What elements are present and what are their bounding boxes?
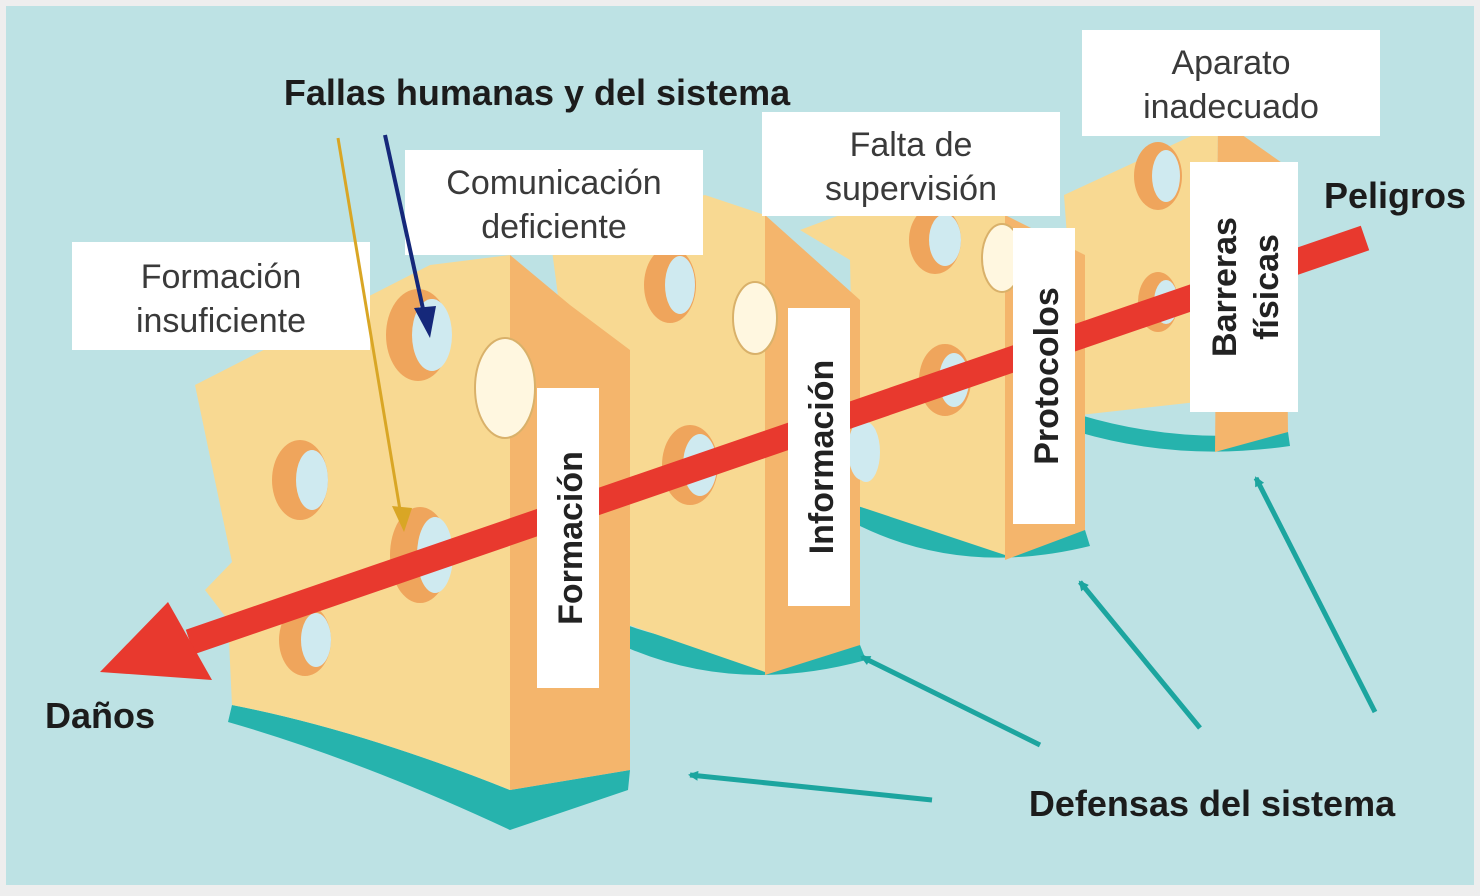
failure-text-equipment-line1: Aparato — [1171, 44, 1290, 82]
barrier-text-barreras: Barreras — [1206, 217, 1244, 357]
barrier-box-formacion — [537, 388, 599, 688]
diagram-title: Fallas humanas y del sistema — [284, 72, 791, 113]
harm-label: Daños — [45, 695, 155, 736]
slice-2-hole — [665, 256, 695, 314]
failure-pointers — [336, 134, 436, 532]
failure-box-equipment-bg — [1082, 30, 1380, 136]
barrier-text-formacion: Formación — [552, 451, 590, 625]
defense-arrow-4 — [1253, 476, 1378, 714]
failure-text-supervision-line1: Falta de — [850, 126, 973, 164]
failure-text-supervision-line2: supervisión — [825, 170, 997, 208]
failure-text-communication-line1: Comunicación — [446, 164, 661, 202]
defense-arrow-2 — [860, 654, 1042, 748]
failure-box-communication: Comunicación deficiente — [405, 150, 703, 255]
failure-text-training-line2: insuficiente — [136, 302, 306, 340]
barrier-label-formacion: Formación — [537, 388, 599, 688]
barrier-text-fisicas: físicas — [1248, 234, 1286, 340]
pointer-navy-head — [414, 306, 436, 338]
slice-1-hole — [296, 450, 328, 510]
slice-1-face — [195, 255, 510, 790]
slice-4-hole — [1152, 150, 1180, 202]
failure-box-supervision-bg — [762, 112, 1060, 216]
barrier-label-barreras: Barreras físicas — [1190, 162, 1298, 412]
hazards-label: Peligros — [1324, 175, 1466, 216]
failure-box-training-bg — [72, 242, 370, 350]
failure-box-communication-bg — [405, 150, 703, 255]
slice-2-hole — [732, 281, 778, 355]
defense-arrow-1 — [688, 770, 933, 803]
hazard-arrow-shaft — [185, 225, 1370, 655]
barrier-label-informacion: Información — [788, 308, 850, 606]
slice-1-hole — [474, 337, 536, 439]
barrier-text-informacion: Información — [803, 360, 841, 555]
failure-box-equipment: Aparato inadecuado — [1082, 30, 1380, 136]
failure-text-communication-line2: deficiente — [481, 208, 627, 246]
barrier-box-barreras — [1190, 162, 1298, 412]
slice-1-hole — [301, 613, 331, 667]
pointer-navy-line — [383, 134, 427, 319]
barrier-label-protocolos: Protocolos — [1013, 228, 1075, 524]
barrier-box-informacion — [788, 308, 850, 606]
failure-box-supervision: Falta de supervisión — [762, 112, 1060, 216]
defense-arrow-3 — [1078, 580, 1202, 730]
failure-text-equipment-line2: inadecuado — [1143, 88, 1319, 126]
slice-2-hole — [848, 420, 876, 480]
slice-1-shadow — [228, 705, 630, 830]
hazard-arrow-head — [100, 602, 212, 680]
barrier-text-protocolos: Protocolos — [1028, 287, 1066, 465]
slice-3-face — [800, 170, 1005, 555]
defenses-label: Defensas del sistema — [1029, 783, 1396, 824]
slice-3-hole — [929, 214, 961, 266]
barrier-box-protocolos — [1013, 228, 1075, 524]
failure-text-training-line1: Formación — [141, 258, 302, 296]
hazard-arrow — [100, 225, 1370, 680]
defense-arrows — [688, 476, 1378, 803]
pointer-gold-line — [336, 137, 404, 523]
failure-box-training: Formación insuficiente — [72, 242, 370, 350]
pointer-gold-head — [392, 506, 412, 532]
